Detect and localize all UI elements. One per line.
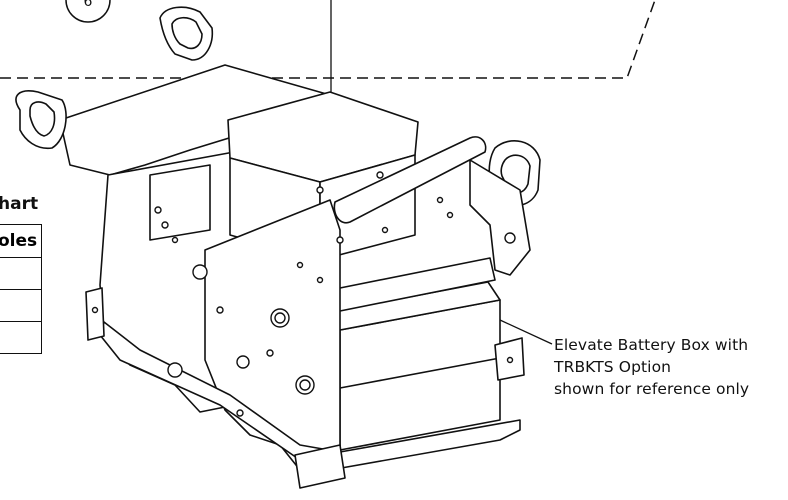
battery-box-callout: Elevate Battery Box with TRBKTS Option s…: [554, 334, 786, 400]
detail-boundary-dashed: [0, 0, 656, 79]
chart-row: [0, 290, 42, 322]
inner-left-panel: [149, 164, 211, 241]
hole-large-left: [192, 264, 208, 280]
detail-marker: 6: [65, 0, 111, 23]
hole-left-lower: [236, 355, 250, 369]
rear-handle-top: [159, 6, 214, 61]
callout-line-1: Elevate Battery Box with: [554, 336, 749, 354]
right-side-bracket: [469, 159, 531, 276]
callout-line-3: shown for reference only: [554, 380, 750, 398]
front-foot: [294, 444, 346, 489]
top-rail-tube: [333, 136, 487, 224]
base-plate: [99, 321, 521, 471]
chart-fragment: hart oles: [0, 194, 46, 364]
battery-box-seam: [339, 357, 501, 389]
left-foot: [85, 287, 105, 341]
chart-row: [0, 258, 42, 290]
detail-marker-label: 6: [84, 0, 93, 10]
rear-handle-left: [15, 90, 67, 150]
hole-base: [167, 362, 183, 378]
holes-group: [91, 171, 516, 417]
callout-leader: [499, 319, 553, 345]
chart-header-fragment: oles: [0, 224, 42, 258]
callout-line-2: TRBKTS Option: [554, 358, 672, 376]
chart-row: [0, 322, 42, 354]
chart-title-fragment: hart: [0, 194, 39, 214]
rear-frame: [59, 64, 341, 176]
